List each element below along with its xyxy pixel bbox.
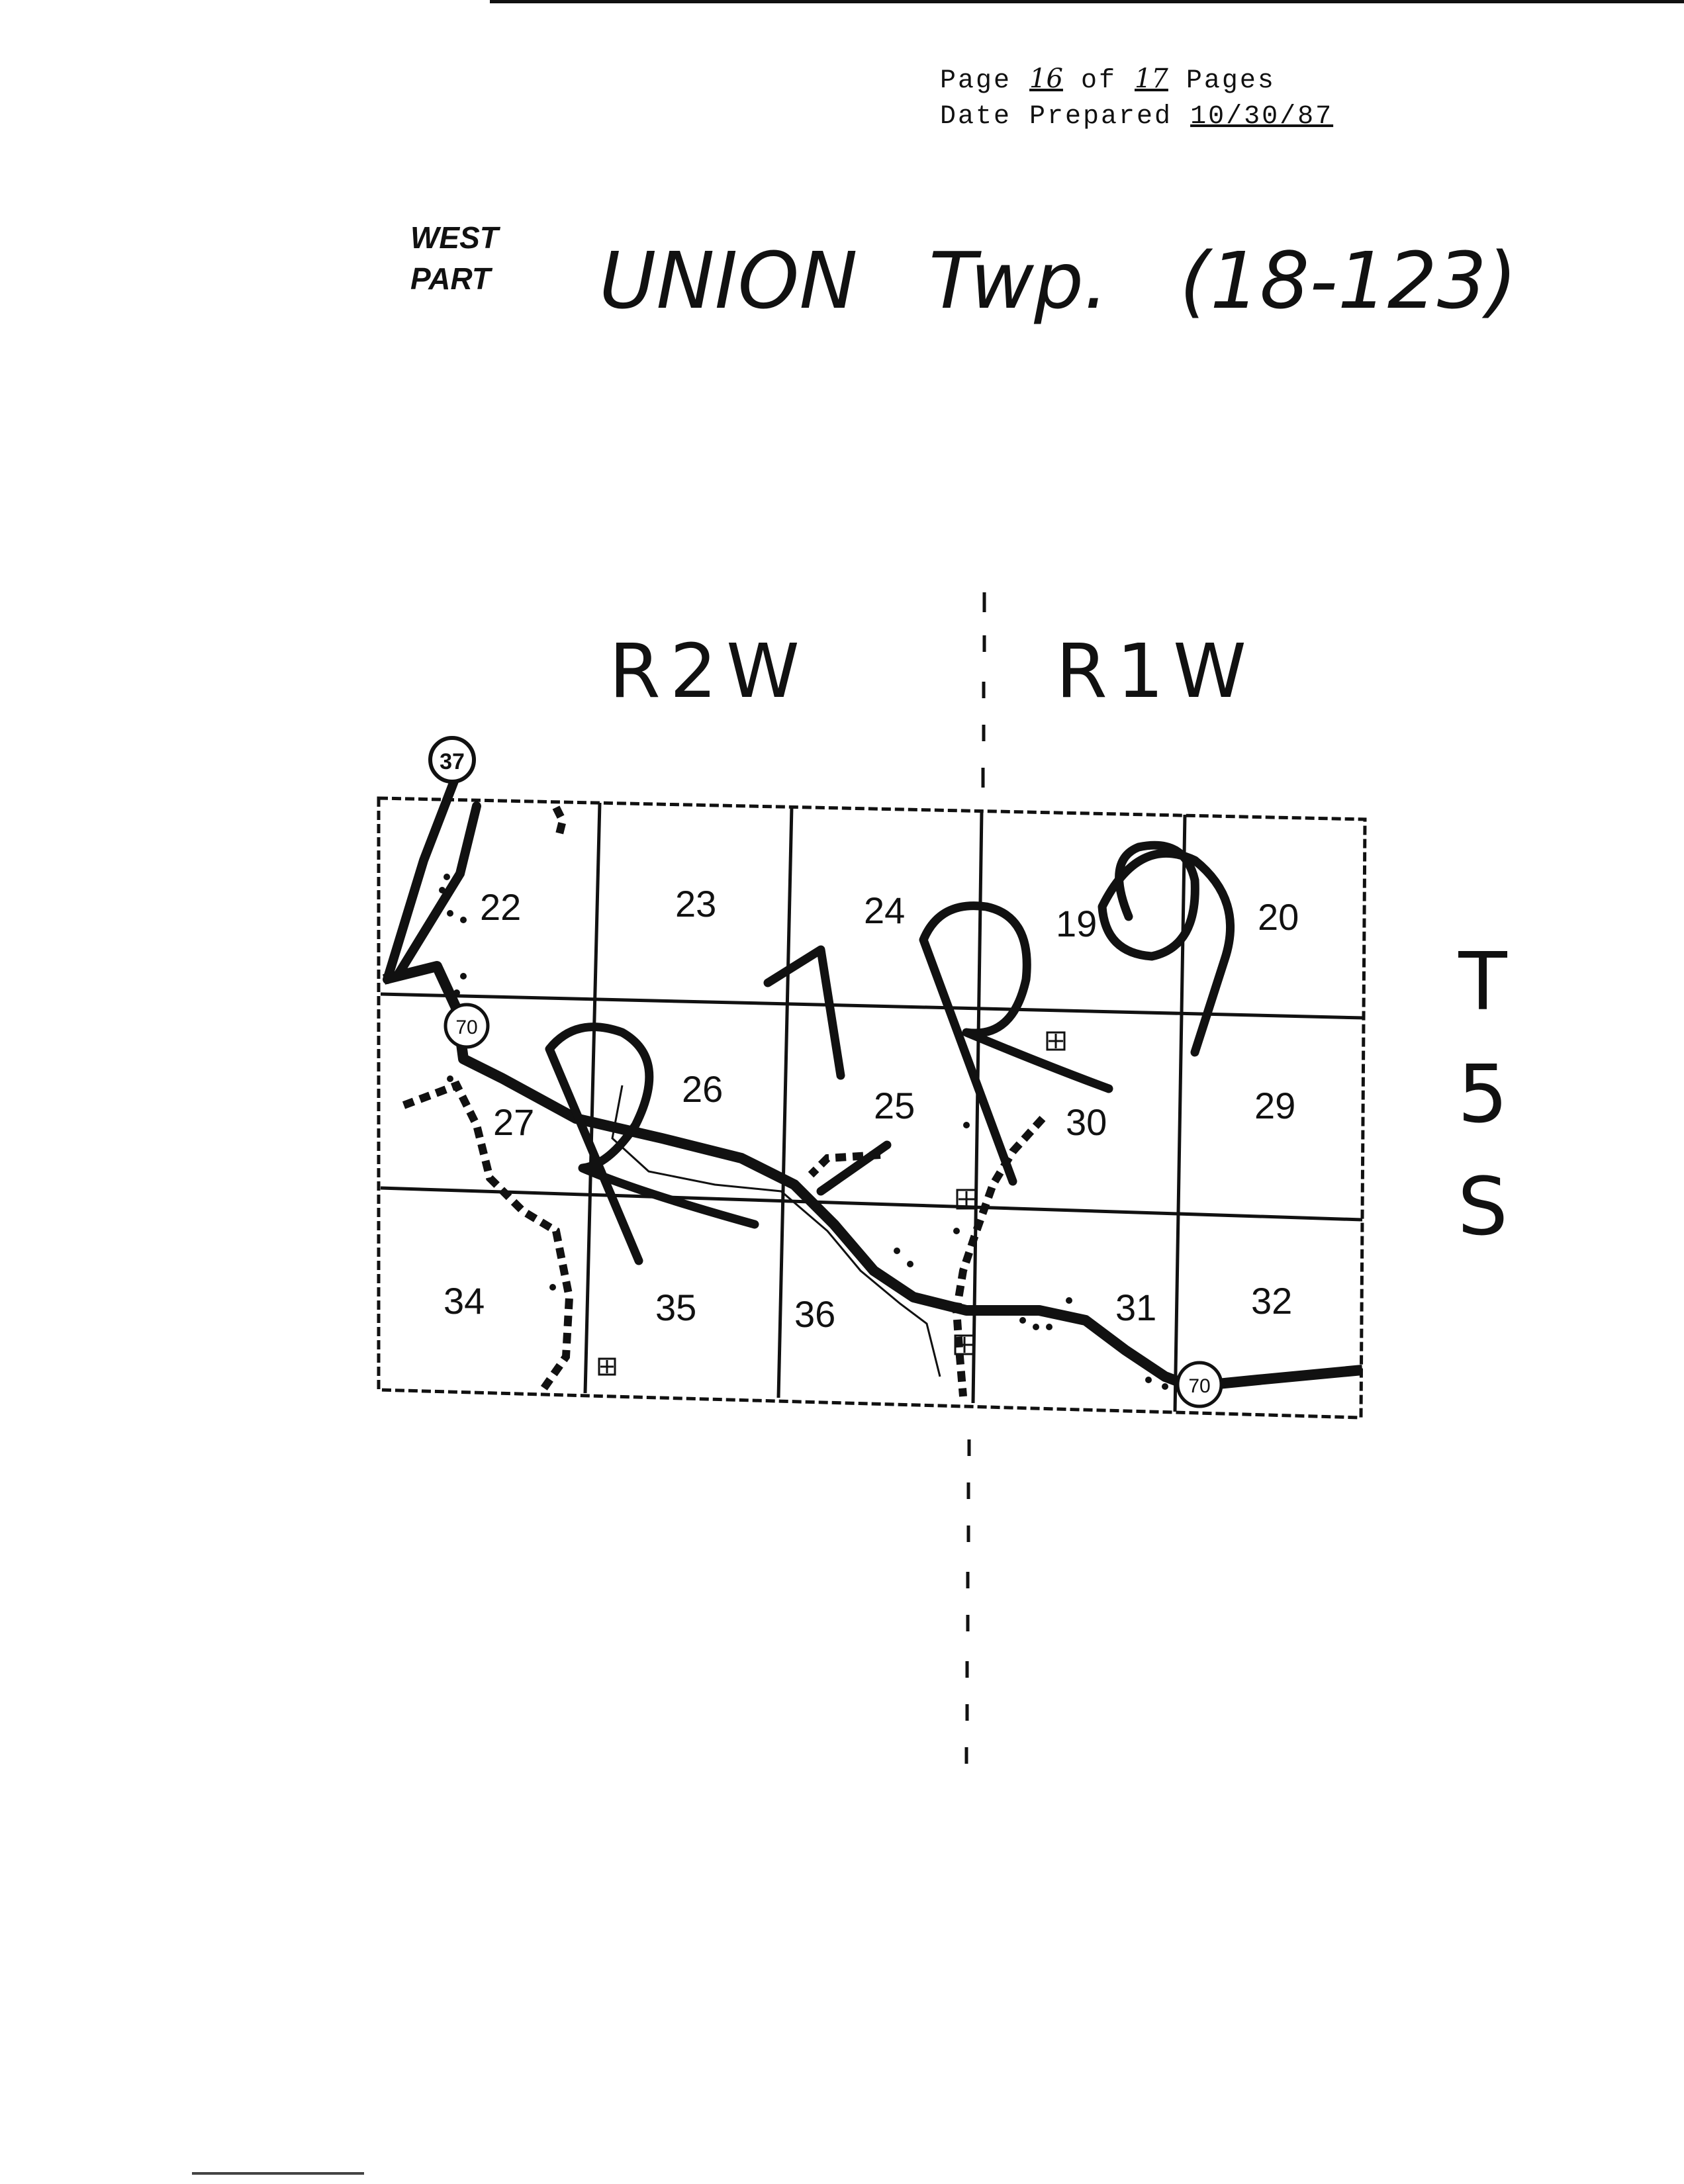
stream [611, 1085, 941, 1377]
range-left-label: R2W [609, 629, 809, 715]
section-24: 24 [864, 889, 905, 931]
section-30: 30 [1066, 1101, 1107, 1143]
page-prefix: Page [940, 66, 1012, 96]
route-shield-70-west-label: 70 [455, 1017, 477, 1038]
section-22: 22 [480, 886, 521, 928]
section-19: 19 [1056, 903, 1097, 944]
part-label-line1: WEST [410, 220, 498, 255]
date-line: Date Prepared 10/30/87 [940, 99, 1333, 135]
part-label: WEST PART [410, 217, 498, 299]
highway-37 [383, 770, 481, 984]
route-shield-37: 37 [428, 736, 476, 784]
page-number: 16 [1029, 64, 1063, 94]
scan-edge-bottom [192, 2172, 364, 2175]
route-shield-70-east: 70 [1176, 1361, 1223, 1408]
section-numbers: 22 23 24 19 20 27 26 25 30 29 34 35 36 3… [444, 883, 1299, 1335]
township-name: UNION [599, 235, 858, 326]
date-label: Date Prepared [940, 102, 1173, 132]
page-suffix: Pages [1186, 66, 1276, 96]
church-icon [598, 1031, 1066, 1376]
township-code: (18-123) [1180, 235, 1518, 326]
section-27: 27 [493, 1101, 534, 1143]
section-26: 26 [682, 1068, 723, 1110]
map-frame [377, 796, 1367, 1420]
section-35: 35 [655, 1287, 696, 1328]
section-23: 23 [675, 883, 716, 925]
date-value: 10/30/87 [1190, 102, 1334, 132]
page-count-line: Page 16 of 17 Pages [940, 61, 1333, 99]
section-36: 36 [794, 1293, 835, 1335]
highway-70 [383, 961, 1363, 1392]
section-29: 29 [1254, 1085, 1295, 1126]
county-roads [402, 805, 1046, 1397]
marker-annotation-r1-r9 [545, 841, 1235, 1265]
section-34: 34 [444, 1280, 485, 1322]
page-header: Page 16 of 17 Pages Date Prepared 10/30/… [940, 61, 1333, 135]
section-31: 31 [1115, 1287, 1156, 1328]
scan-edge-top [490, 0, 1684, 3]
section-25: 25 [874, 1085, 915, 1126]
route-shield-70-east-label: 70 [1188, 1375, 1210, 1397]
township-label-5: 5 [1457, 1049, 1509, 1141]
part-label-line2: PART [410, 261, 491, 296]
twp-label: Twp. [929, 235, 1109, 326]
route-shield-37-label: 37 [440, 749, 465, 774]
township-label-s: S [1457, 1161, 1509, 1253]
range-divider-line [964, 592, 986, 1764]
section-20: 20 [1258, 896, 1299, 938]
dotted-trails [439, 874, 1168, 1390]
township-label-t: T [1458, 936, 1507, 1028]
township-title: UNION Twp. (18-123) [599, 235, 1564, 326]
township-label: T 5 S [1443, 927, 1522, 1264]
page-total: 17 [1134, 64, 1168, 94]
route-shield-70-west: 70 [444, 1003, 490, 1049]
section-32: 32 [1251, 1280, 1292, 1322]
page-of: of [1080, 66, 1117, 96]
range-right-label: R1W [1056, 629, 1256, 715]
